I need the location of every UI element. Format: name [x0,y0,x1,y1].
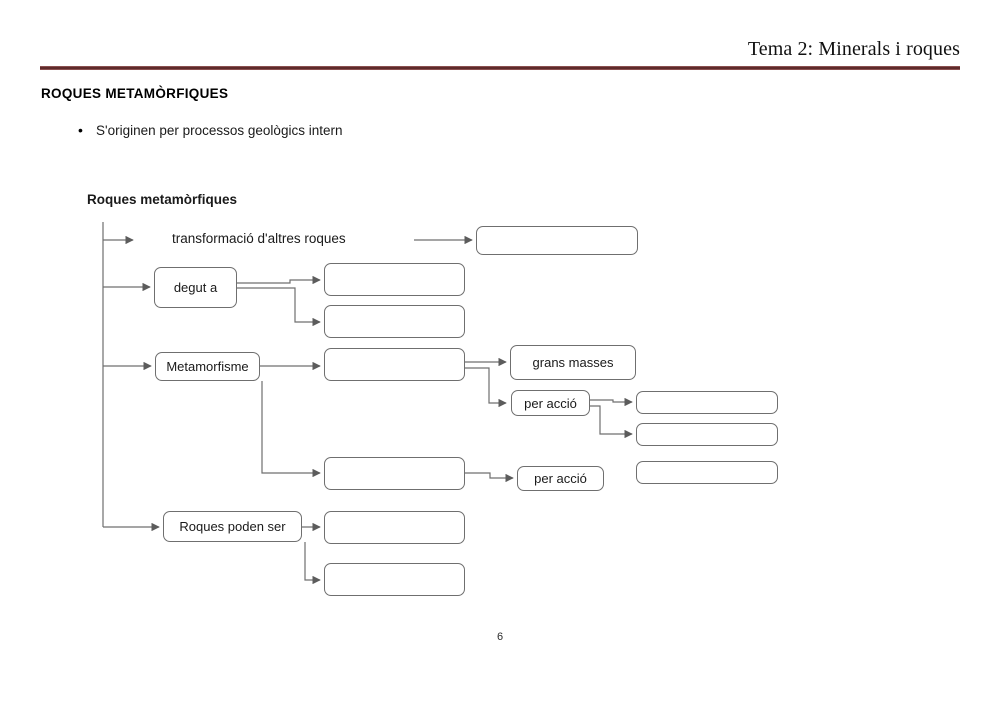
node-per-accio-upper-blank-2[interactable] [636,423,778,446]
per-accio-1-branch-a [590,397,633,407]
page-header-title: Tema 2: Minerals i roques [747,38,960,60]
diagram-label-transformacio: transformació d'altres roques [172,231,346,246]
meta1-to-per-accio [465,367,507,408]
meta2-to-per-accio-2 [465,472,514,483]
node-metamorfisme[interactable]: Metamorfisme [155,352,260,381]
node-roques-blank-1[interactable] [324,511,465,544]
header-divider-rule [40,66,960,70]
node-top-right-blank[interactable] [476,226,638,255]
bullet-item-label: S'originen per processos geològics inter… [96,123,343,138]
node-roques-blank-2[interactable] [324,563,465,596]
node-degut-a-blank-1[interactable] [324,263,465,296]
node-metamorfisme-blank-1[interactable] [324,348,465,381]
section-heading: ROQUES METAMÒRFIQUES [41,86,229,101]
node-degut-a-blank-2[interactable] [324,305,465,338]
node-detached-blank[interactable] [636,461,778,484]
metamorfisme-to-meta2 [261,381,321,478]
bullet-point-icon: • [78,122,83,138]
node-degut-a[interactable]: degut a [154,267,237,308]
bullet-list-item: • S'originen per processos geològics int… [78,123,342,138]
node-metamorfisme-blank-2[interactable] [324,457,465,490]
node-roques-poden-ser[interactable]: Roques poden ser [163,511,302,542]
per-accio-1-branch-b [590,405,633,439]
degut-a-branch-1 [237,275,321,285]
node-per-accio-upper-blank-1[interactable] [636,391,778,414]
page-number: 6 [496,631,504,643]
degut-a-branch-2 [237,287,321,327]
node-per-accio-upper[interactable]: per acció [511,390,590,416]
roques-branch-2 [304,542,321,585]
node-grans-masses[interactable]: grans masses [510,345,636,380]
node-per-accio-lower[interactable]: per acció [517,466,604,491]
diagram-title: Roques metamòrfiques [87,192,238,207]
